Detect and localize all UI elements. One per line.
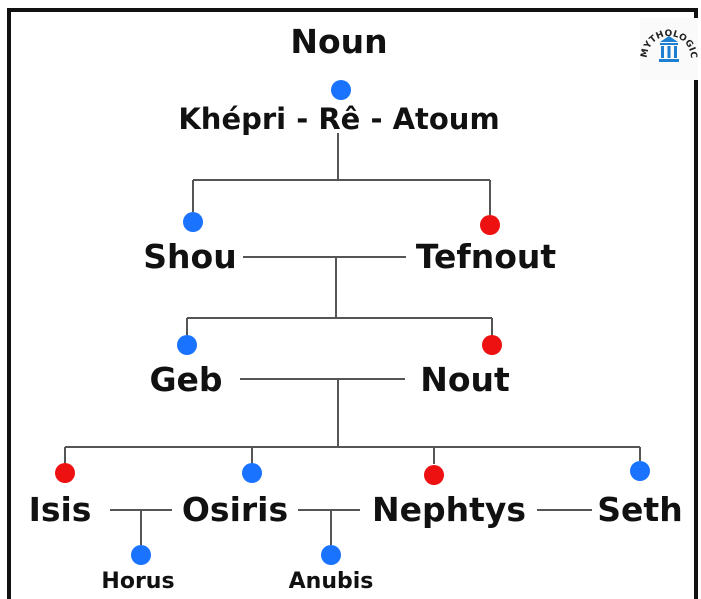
name-shou: Shou [143,237,236,276]
temple-icon [659,36,679,62]
name-nephtys: Nephtys [372,490,526,529]
diagram-frame [7,8,698,599]
name-osiris: Osiris [182,490,288,529]
shou-dot [183,212,203,232]
horus-dot [131,545,151,565]
name-tefnout: Tefnout [416,237,557,276]
shou-tefnout-children-connector [186,257,493,336]
anubis-dot [321,545,341,565]
khepri-children-connector [192,133,491,215]
gender-dots [55,80,650,565]
name-geb: Geb [149,360,222,399]
name-horus: Horus [101,569,174,594]
god-names: Noun Khépri - Rê - Atoum Shou Tefnout Ge… [29,22,683,594]
osiris-dot [242,463,262,483]
name-noun: Noun [290,22,387,61]
nout-dot [482,335,502,355]
name-anubis: Anubis [289,569,374,594]
name-seth: Seth [597,490,682,529]
seth-dot [630,461,650,481]
name-nout: Nout [420,360,510,399]
geb-dot [177,335,197,355]
isis-dot [55,463,75,483]
connector-lines [64,133,641,545]
nephtys-dot [424,465,444,485]
khepri-dot [331,80,351,100]
name-khepri: Khépri - Rê - Atoum [178,102,499,136]
geb-nout-children-connector [64,379,641,464]
tefnout-dot [480,215,500,235]
name-isis: Isis [29,490,92,529]
